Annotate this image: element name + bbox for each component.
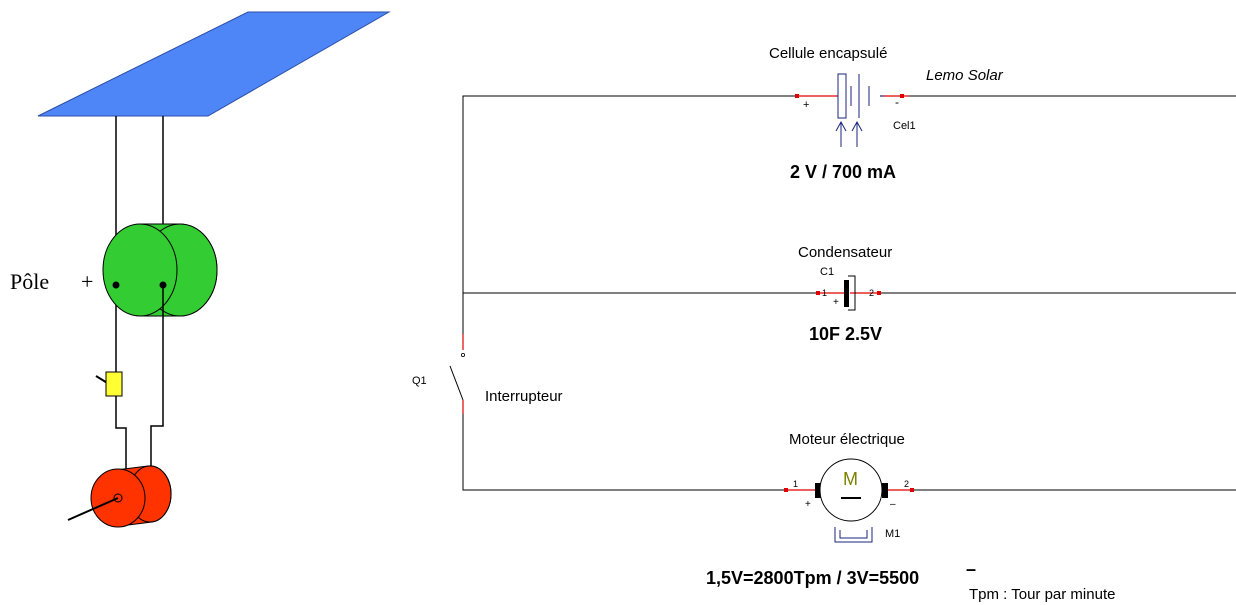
switch-symbol: Q1 Interrupteur xyxy=(412,334,563,414)
cell-spec: 2 V / 700 mA xyxy=(790,162,896,182)
motor-shaft xyxy=(67,497,119,521)
capacitor-pin1: 1 xyxy=(822,288,827,298)
motor-wire-left xyxy=(115,396,127,470)
motor-title: Moteur électrique xyxy=(789,431,905,448)
capacitor-plus: + xyxy=(833,297,839,308)
motor-wire-right xyxy=(150,286,164,470)
cell-minus: - xyxy=(895,95,899,109)
motor-minus: – xyxy=(890,499,896,510)
cell-brand: Lemo Solar xyxy=(926,67,1004,84)
motor-symbol: Moteur électrique M 1 2 + – M1 1,5V=2800… xyxy=(706,431,1115,603)
motor-cylinder xyxy=(67,465,172,528)
switch-label: Interrupteur xyxy=(485,388,563,405)
solar-panel xyxy=(37,11,391,117)
motor-ref: M1 xyxy=(885,528,900,540)
capacitor-cylinder xyxy=(102,223,218,317)
illustration: Pôle + xyxy=(10,11,391,528)
motor-letter: M xyxy=(843,469,858,489)
pole-label: Pôle xyxy=(10,269,49,294)
capacitor-ref: C1 xyxy=(820,266,834,278)
cell-plus: + xyxy=(803,99,809,111)
motor-note: Tpm : Tour par minute xyxy=(969,586,1115,603)
solar-cell-symbol: Cellule encapsulé Lemo Solar + - Cel1 2 … xyxy=(769,45,1004,182)
motor-bracket xyxy=(834,527,873,543)
motor-pin1: 1 xyxy=(793,479,798,489)
motor-spec: 1,5V=2800Tpm / 3V=5500 xyxy=(706,568,919,588)
cell-title: Cellule encapsulé xyxy=(769,45,887,62)
motor-spec-mark: – xyxy=(966,559,976,579)
capacitor-symbol: Condensateur C1 1 2 + 10F 2.5V xyxy=(798,244,892,344)
pole-sign: + xyxy=(81,269,93,294)
capacitor-pin2: 2 xyxy=(869,288,874,298)
motor-pin2: 2 xyxy=(904,479,909,489)
switch-ref: Q1 xyxy=(412,375,427,387)
capacitor-spec: 10F 2.5V xyxy=(809,324,882,344)
capacitor-title: Condensateur xyxy=(798,244,892,261)
motor-plus: + xyxy=(805,499,811,510)
cell-ref: Cel1 xyxy=(893,120,916,132)
switch-box xyxy=(95,371,123,397)
schematic-wires xyxy=(462,95,1236,491)
